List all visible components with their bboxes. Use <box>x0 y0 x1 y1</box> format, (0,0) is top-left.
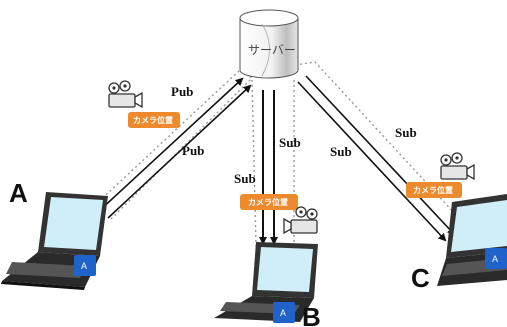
label-sub-mid-left: Sub <box>234 171 256 186</box>
dotted-link-c <box>294 61 469 245</box>
node-letter-c: C <box>411 263 430 293</box>
camera-tag-c-text: カメラ位置 <box>413 185 453 195</box>
laptop-a-badge: A <box>81 261 87 271</box>
camera-icon-b <box>283 206 318 235</box>
sub-arrow-c-2 <box>305 75 456 236</box>
laptop-b-badge: A <box>280 308 286 318</box>
pub-arrow-2 <box>107 84 252 219</box>
laptop-b: A <box>214 242 318 323</box>
sub-arrow-c-1 <box>297 81 447 242</box>
camera-tag-a: カメラ位置 <box>128 112 180 128</box>
server-cylinder: サーバー <box>239 9 299 79</box>
label-pub-bottom: Pub <box>182 143 204 158</box>
camera-tag-a-text: カメラ位置 <box>133 115 173 125</box>
pub-arrows <box>97 77 252 219</box>
camera-tag-c: カメラ位置 <box>406 182 462 198</box>
label-sub-mid-right: Sub <box>279 135 301 150</box>
node-letter-a: A <box>9 178 28 208</box>
sub-arrows-c <box>297 75 456 242</box>
camera-tag-b: カメラ位置 <box>240 194 298 210</box>
label-sub-c-right: Sub <box>395 125 417 140</box>
camera-icon-a <box>108 80 143 109</box>
sub-arrows-b <box>259 90 278 245</box>
laptop-a: A <box>1 192 108 290</box>
pub-arrow-1 <box>97 77 244 213</box>
label-pub-top: Pub <box>171 84 193 99</box>
laptop-c-badge: A <box>492 254 498 264</box>
label-sub-c-left: Sub <box>330 144 352 159</box>
node-letter-b: B <box>302 302 321 327</box>
camera-icon-c <box>440 152 475 181</box>
camera-tag-b-text: カメラ位置 <box>248 197 288 207</box>
server-label: サーバー <box>248 43 296 57</box>
laptop-c: A <box>437 194 507 286</box>
